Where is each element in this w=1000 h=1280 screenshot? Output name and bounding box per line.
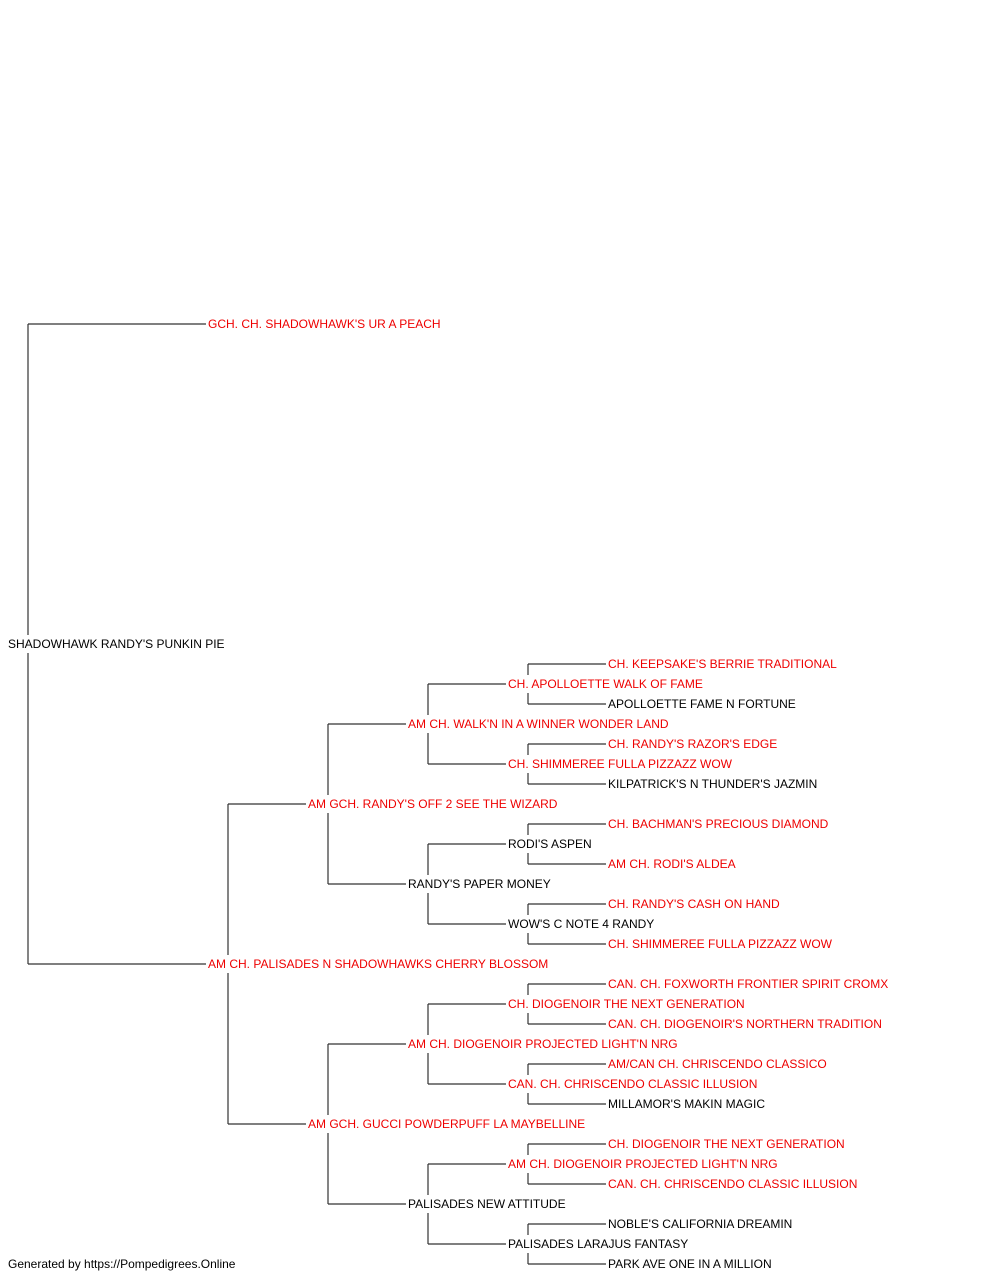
ancestor-name: CH. APOLLOETTE WALK OF FAME <box>508 677 703 691</box>
ancestor-name: CH. SHIMMEREE FULLA PIZZAZZ WOW <box>508 757 733 771</box>
ancestor-name: CH. KEEPSAKE'S BERRIE TRADITIONAL <box>608 657 837 671</box>
ancestor-name: CH. DIOGENOIR THE NEXT GENERATION <box>608 1137 845 1151</box>
ancestor-name: AM GCH. RANDY'S OFF 2 SEE THE WIZARD <box>308 797 558 811</box>
ancestor-name: CAN. CH. FOXWORTH FRONTIER SPIRIT CROMX <box>608 977 889 991</box>
ancestor-name: CH. DIOGENOIR THE NEXT GENERATION <box>508 997 745 1011</box>
ancestor-name: AM GCH. GUCCI POWDERPUFF LA MAYBELLINE <box>308 1117 586 1131</box>
ancestor-name: AM CH. PALISADES N SHADOWHAWKS CHERRY BL… <box>208 957 549 971</box>
ancestor-name: CAN. CH. CHRISCENDO CLASSIC ILLUSION <box>508 1077 758 1091</box>
ancestor-name: PALISADES NEW ATTITUDE <box>408 1197 566 1211</box>
ancestor-name: RANDY'S PAPER MONEY <box>408 877 551 891</box>
ancestor-name: CH. BACHMAN'S PRECIOUS DIAMOND <box>608 817 829 831</box>
ancestor-name: CH. RANDY'S CASH ON HAND <box>608 897 780 911</box>
ancestor-name: KILPATRICK'S N THUNDER'S JAZMIN <box>608 777 818 791</box>
ancestor-name: GCH. CH. SHADOWHAWK'S UR A PEACH <box>208 317 441 331</box>
ancestor-name: RODI'S ASPEN <box>508 837 592 851</box>
ancestor-name: AM/CAN CH. CHRISCENDO CLASSICO <box>608 1057 827 1071</box>
subject-dog-name: SHADOWHAWK RANDY'S PUNKIN PIE <box>8 637 225 651</box>
ancestor-name: MILLAMOR'S MAKIN MAGIC <box>608 1097 765 1111</box>
ancestor-name: AM CH. WALK'N IN A WINNER WONDER LAND <box>408 717 669 731</box>
ancestor-name: PARK AVE ONE IN A MILLION <box>608 1257 772 1271</box>
ancestor-name: CH. SHIMMEREE FULLA PIZZAZZ WOW <box>608 937 833 951</box>
ancestor-name: NOBLE'S CALIFORNIA DREAMIN <box>608 1217 793 1231</box>
ancestor-name: CAN. CH. CHRISCENDO CLASSIC ILLUSION <box>608 1177 858 1191</box>
ancestor-name: PALISADES LARAJUS FANTASY <box>508 1237 689 1251</box>
ancestor-name: CAN. CH. DIOGENOIR'S NORTHERN TRADITION <box>608 1017 882 1031</box>
ancestor-name: CH. RANDY'S RAZOR'S EDGE <box>608 737 778 751</box>
ancestor-name: AM CH. DIOGENOIR PROJECTED LIGHT'N NRG <box>508 1157 778 1171</box>
ancestor-name: APOLLOETTE FAME N FORTUNE <box>608 697 796 711</box>
ancestor-name: WOW'S C NOTE 4 RANDY <box>508 917 655 931</box>
generated-by-footer: Generated by https://Pompedigrees.Online <box>8 1257 236 1271</box>
ancestor-name: AM CH. DIOGENOIR PROJECTED LIGHT'N NRG <box>408 1037 678 1051</box>
ancestor-name: AM CH. RODI'S ALDEA <box>608 857 736 871</box>
